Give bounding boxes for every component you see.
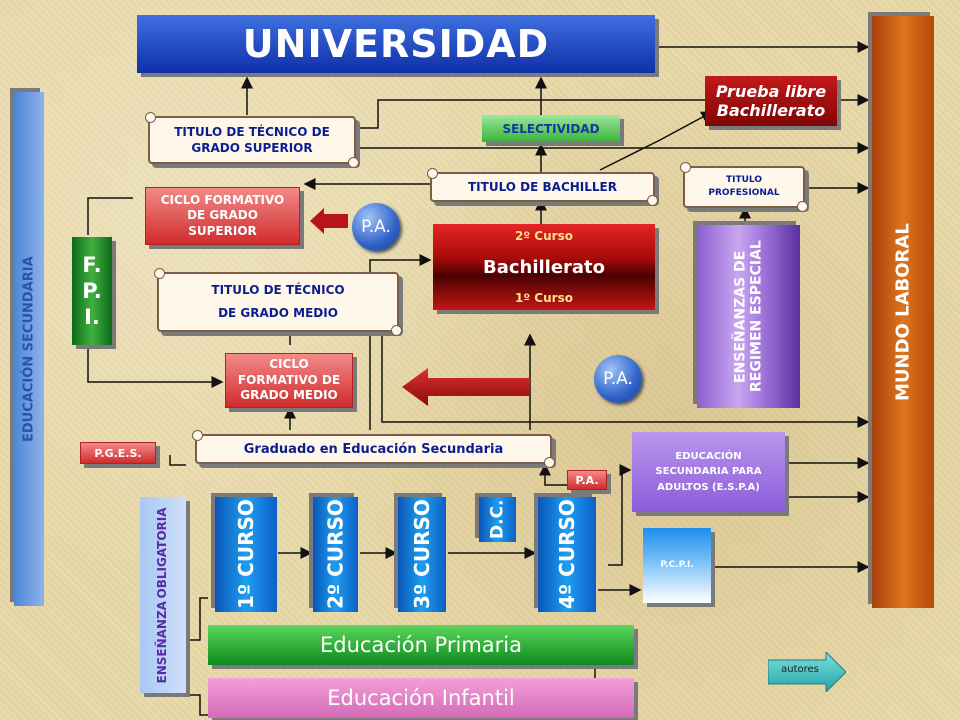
fpi-letter-f: F. [82, 252, 102, 277]
bachillerato-box: 2º Curso Bachillerato 1º Curso [433, 224, 655, 310]
selectividad-label: SELECTIVIDAD [502, 121, 600, 136]
pa-small-label: P.A. [575, 473, 599, 487]
pcpi-box: P.C.P.I. [643, 528, 711, 603]
titulo-bachiller-label: TITULO DE BACHILLER [468, 180, 617, 194]
curso-1-label: 1º CURSO [234, 499, 258, 610]
titulo-tecnico-medio-line2: DE GRADO MEDIO [218, 306, 338, 320]
fpi-box: F. P. I. [72, 237, 112, 345]
titulo-tecnico-medio: TITULO DE TÉCNICO DE GRADO MEDIO [154, 268, 402, 336]
bachillerato-curso1: 1º Curso [515, 291, 573, 305]
ensenanza-obligatoria-bar: ENSEÑANZA OBLIGATORIA [140, 497, 186, 693]
big-left-arrow-icon [402, 368, 530, 406]
pges-box: P.G.E.S. [80, 442, 156, 464]
educacion-secundaria-label: EDUCACIÓN SECUNDARIA [21, 256, 37, 442]
graduado-secundaria: Graduado en Educación Secundaria [192, 430, 555, 468]
educacion-secundaria-bar: EDUCACIÓN SECUNDARIA [14, 92, 44, 606]
bachillerato-curso2: 2º Curso [515, 229, 573, 243]
espa-label: EDUCACIÓN SECUNDARIA PARA ADULTOS (E.S.P… [655, 450, 762, 493]
prueba-libre-label: Prueba libre Bachillerato [715, 81, 827, 120]
ensenanzas-regimen-especial-label: ENSEÑANZAS DE REGIMEN ESPECIAL [732, 240, 765, 393]
pcpi-label: P.C.P.I. [660, 560, 694, 570]
ciclo-formativo-superior-label: CICLO FORMATIVO DE GRADO SUPERIOR [160, 192, 285, 238]
titulo-profesional: TITULO PROFESIONAL [680, 162, 808, 212]
curso-4-label: 4º CURSO [555, 499, 579, 610]
curso-2: 2º CURSO [313, 497, 358, 612]
educacion-primaria-label: Educación Primaria [320, 633, 522, 657]
mundo-laboral-label: MUNDO LABORAL [892, 223, 914, 401]
curso-2-label: 2º CURSO [323, 499, 348, 610]
titulo-tecnico-superior-label: TITULO DE TÉCNICO DE GRADO SUPERIOR [174, 124, 330, 155]
obligatoria-label: OBLIGATORIA [155, 506, 170, 598]
titulo-profesional-label: TITULO PROFESIONAL [708, 175, 780, 198]
educacion-primaria: Educación Primaria [208, 625, 634, 665]
ensenanza-label: ENSEÑANZA [155, 600, 170, 684]
graduado-secundaria-label: Graduado en Educación Secundaria [243, 441, 504, 457]
pges-label: P.G.E.S. [94, 446, 142, 460]
educacion-infantil-label: Educación Infantil [327, 686, 515, 710]
pa-circle-top-label: P.A. [361, 217, 391, 237]
fpi-letter-p: P. [82, 278, 102, 303]
fpi-letter-i: I. [84, 305, 100, 330]
autores-button[interactable] [768, 652, 846, 692]
ciclo-formativo-superior: CICLO FORMATIVO DE GRADO SUPERIOR [145, 187, 300, 245]
ciclo-formativo-medio: CICLO FORMATIVO DE GRADO MEDIO [225, 353, 353, 408]
curso-3-label: 3º CURSO [410, 499, 434, 610]
pa-small-box: P.A. [567, 470, 607, 490]
educacion-infantil: Educación Infantil [208, 678, 634, 718]
selectividad-box: SELECTIVIDAD [482, 115, 620, 142]
espa-box: EDUCACIÓN SECUNDARIA PARA ADULTOS (E.S.P… [632, 432, 785, 512]
dc-label: D.C. [487, 499, 508, 540]
prueba-libre-box: Prueba libre Bachillerato [705, 76, 837, 126]
pa-circle-top: P.A. [352, 203, 400, 251]
universidad-label: UNIVERSIDAD [242, 22, 550, 66]
autores-button-label[interactable]: autores [781, 664, 819, 675]
titulo-tecnico-superior: TITULO DE TÉCNICO DE GRADO SUPERIOR [145, 112, 359, 168]
universidad-banner: UNIVERSIDAD [137, 15, 655, 73]
pa-circle-middle: P.A. [594, 355, 642, 403]
ensenanzas-regimen-especial: ENSEÑANZAS DE REGIMEN ESPECIAL [697, 225, 800, 408]
curso-1: 1º CURSO [215, 497, 277, 612]
curso-3: 3º CURSO [398, 497, 446, 612]
pa-circle-middle-label: P.A. [603, 369, 633, 389]
bachillerato-label: Bachillerato [482, 256, 606, 278]
curso-4: 4º CURSO [538, 497, 596, 612]
ciclo-formativo-medio-label: CICLO FORMATIVO DE GRADO MEDIO [237, 357, 341, 403]
left-arrow-icon [310, 208, 348, 234]
titulo-bachiller: TITULO DE BACHILLER [427, 168, 658, 206]
titulo-tecnico-medio-line1: TITULO DE TÉCNICO [211, 283, 345, 298]
mundo-laboral-bar: MUNDO LABORAL [872, 16, 934, 608]
dc-box: D.C. [479, 497, 516, 542]
